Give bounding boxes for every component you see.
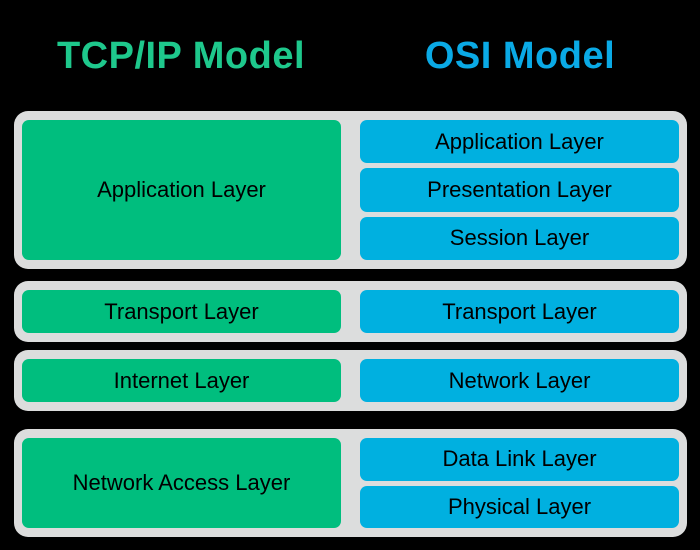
osi-presentation-layer-box: Presentation Layer — [360, 168, 679, 212]
osi-upper-layers-column: Application Layer Presentation Layer Ses… — [360, 120, 679, 260]
osi-application-layer-box: Application Layer — [360, 120, 679, 164]
layer-group-application: Application Layer Application Layer Pres… — [14, 111, 687, 269]
tcpip-application-layer-box: Application Layer — [22, 120, 341, 260]
tcpip-network-access-layer-box: Network Access Layer — [22, 438, 341, 528]
osi-data-link-layer-box: Data Link Layer — [360, 438, 679, 481]
osi-transport-layer-box: Transport Layer — [360, 290, 679, 333]
osi-network-layer-box: Network Layer — [360, 359, 679, 402]
layer-group-internet: Internet Layer Network Layer — [14, 350, 687, 411]
tcpip-model-title: TCP/IP Model — [56, 35, 306, 77]
osi-model-title: OSI Model — [424, 35, 616, 77]
osi-lower-layers-column: Data Link Layer Physical Layer — [360, 438, 679, 528]
tcpip-internet-layer-box: Internet Layer — [22, 359, 341, 402]
osi-physical-layer-box: Physical Layer — [360, 485, 679, 528]
osi-session-layer-box: Session Layer — [360, 216, 679, 260]
layer-group-network-access: Network Access Layer Data Link Layer Phy… — [14, 429, 687, 537]
tcpip-transport-layer-box: Transport Layer — [22, 290, 341, 333]
layer-group-transport: Transport Layer Transport Layer — [14, 281, 687, 342]
